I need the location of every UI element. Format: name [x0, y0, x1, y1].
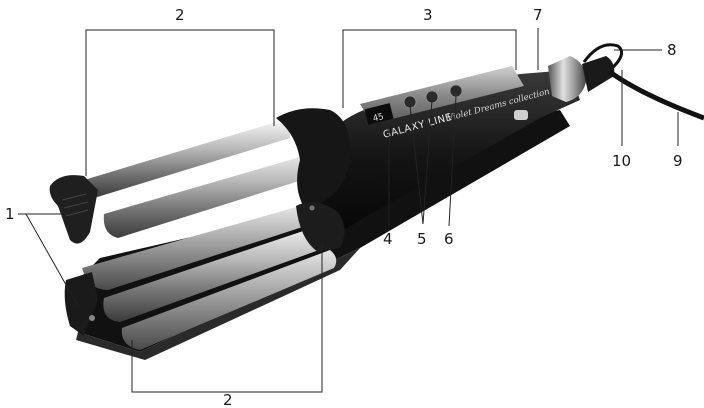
- callout-10: 10: [612, 152, 631, 170]
- chrome-collar: [548, 56, 586, 102]
- callout-numbers: 2 3 7 8 10 9 4 5 6 1 2: [5, 6, 683, 408]
- upper-barrel-2: [103, 150, 335, 238]
- leader-1b: [25, 213, 79, 307]
- callout-2-top: 2: [175, 6, 185, 24]
- swivel-connector: [582, 56, 615, 92]
- hinge-block: [276, 108, 351, 210]
- device-illustration: 45 GALAXY LINE Violet Dreams collection: [49, 43, 704, 360]
- callout-6: 6: [444, 230, 454, 248]
- hinge-lower: [296, 202, 345, 252]
- callout-7: 7: [533, 6, 543, 24]
- display-readout: 45: [372, 112, 385, 124]
- leader-3: [342, 29, 517, 108]
- display-window: [364, 103, 394, 125]
- lower-tip-screw: [89, 315, 95, 321]
- leader-5a: [409, 105, 424, 225]
- lock-switch: [514, 110, 528, 120]
- callout-5: 5: [417, 230, 427, 248]
- callout-2-bottom: 2: [223, 391, 233, 408]
- leader-6: [448, 95, 457, 227]
- callout-3: 3: [423, 6, 433, 24]
- power-button: [449, 84, 463, 98]
- hinge-screw: [309, 205, 315, 211]
- hanging-loop: [582, 43, 624, 72]
- leader-5b: [422, 99, 433, 225]
- power-cord: [608, 69, 704, 121]
- upper-barrel-1: [83, 122, 290, 198]
- leader-2-bottom: [131, 244, 323, 393]
- lower-barrel-2: [103, 226, 331, 322]
- lower-barrel-1: [82, 206, 318, 290]
- callout-1: 1: [5, 205, 15, 223]
- leader-lines: [18, 28, 679, 393]
- upper-cool-tip: [49, 175, 98, 244]
- lower-cool-tip: [64, 272, 98, 336]
- leader-2-top: [85, 29, 275, 176]
- lower-barrel-3: [121, 250, 337, 350]
- callout-4: 4: [383, 230, 393, 248]
- callout-9: 9: [673, 152, 683, 170]
- upper-tip-ridges: [61, 193, 89, 217]
- callout-8: 8: [667, 41, 677, 59]
- control-panel: [360, 66, 524, 124]
